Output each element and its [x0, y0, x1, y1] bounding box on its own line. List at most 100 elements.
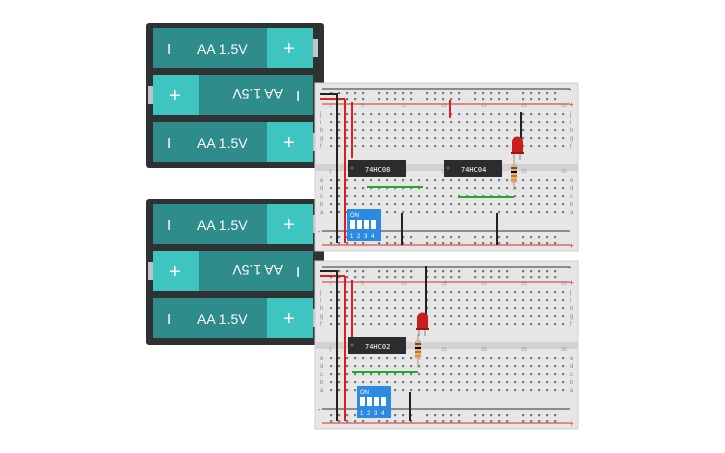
row-letter: b — [570, 202, 574, 208]
terminal-nub — [313, 39, 318, 57]
row-letter: c — [570, 372, 573, 378]
chip-74hc08[interactable]: 74HC08 — [348, 160, 406, 177]
row-letter: c — [320, 372, 323, 378]
battery-cell-3: I AA 1.5V + — [153, 298, 318, 338]
dip-position-label: 4 — [371, 234, 375, 240]
positive-terminal — [267, 204, 313, 244]
column-number: 1 — [329, 103, 332, 109]
row-letter: d — [570, 186, 573, 192]
row-letter: d — [320, 186, 323, 192]
cell-plus-sign: + — [283, 132, 295, 154]
row-letter: e — [570, 356, 574, 362]
battery-pack-2[interactable]: I AA 1.5V + + AA 1.5V I I AA 1.5V + — [146, 199, 324, 345]
row-letter: g — [570, 136, 573, 142]
column-number: 5 — [361, 103, 364, 109]
row-letter: g — [320, 314, 323, 320]
cell-plus-sign: + — [283, 38, 295, 60]
column-number: 25 — [521, 281, 527, 287]
column-number: 25 — [521, 169, 527, 175]
resistor[interactable] — [415, 334, 421, 368]
column-number: 10 — [401, 103, 407, 109]
battery-cell-3: I AA 1.5V + — [153, 122, 318, 162]
led[interactable] — [416, 312, 429, 337]
battery-cell-1: I AA 1.5V + — [153, 204, 318, 244]
rail-bottom-plus-sign: + — [569, 419, 574, 428]
rail-top-minus-sign: - — [569, 263, 572, 272]
cell-plus-sign: + — [283, 214, 295, 236]
cell-label: AA 1.5V — [197, 135, 248, 151]
dip-position-label: 3 — [364, 234, 368, 240]
cell-label: AA 1.5V — [197, 41, 248, 57]
dip-position-label: 2 — [367, 411, 371, 417]
row-letter: e — [320, 356, 324, 362]
row-letter: e — [570, 178, 574, 184]
rail-top-plus-sign: + — [569, 278, 574, 287]
row-letter: d — [320, 364, 323, 370]
dip-toggle — [360, 397, 365, 406]
battery-cell-2: + AA 1.5V I — [148, 251, 313, 291]
cell-plus-sign: + — [169, 85, 181, 107]
row-letter: h — [320, 306, 323, 312]
chip-74hc04[interactable]: 74HC04 — [444, 160, 502, 177]
row-letter: i — [320, 298, 321, 304]
column-number: 15 — [441, 281, 447, 287]
column-number: 1 — [329, 169, 332, 175]
cell-minus-sign: I — [296, 88, 300, 105]
chip-label: 74HC02 — [365, 343, 390, 351]
row-letter: i — [570, 298, 571, 304]
terminal-nub — [148, 262, 153, 280]
column-number: 15 — [441, 169, 447, 175]
chip-74hc02[interactable]: 74HC02 — [348, 337, 406, 354]
dip-switch[interactable]: ON 1 2 3 4 — [347, 209, 381, 241]
column-numbers: 115510101515202025253030 — [329, 281, 567, 353]
row-letter: a — [320, 388, 324, 394]
row-letter: f — [320, 322, 322, 328]
row-letter: f — [320, 144, 322, 150]
row-letter: a — [320, 210, 324, 216]
battery-cell-2: + AA 1.5V I — [148, 75, 313, 115]
dip-toggle — [357, 220, 362, 229]
dip-on-label: ON — [350, 213, 359, 219]
row-letter: i — [320, 120, 321, 126]
column-number: 30 — [561, 169, 567, 175]
column-number: 30 — [561, 347, 567, 353]
dip-position-label: 1 — [360, 411, 364, 417]
dip-switch[interactable]: ON 1 2 3 4 — [357, 386, 391, 418]
column-number: 20 — [481, 281, 487, 287]
dip-position-label: 3 — [374, 411, 378, 417]
dip-toggle — [381, 397, 386, 406]
cell-label: AA 1.5V — [197, 217, 248, 233]
dip-position-label: 4 — [381, 411, 385, 417]
cell-minus-sign: I — [167, 311, 171, 328]
dip-toggle — [371, 220, 376, 229]
battery-cell-1: I AA 1.5V + — [153, 28, 318, 68]
chip-label: 74HC04 — [461, 166, 486, 174]
cell-label: AA 1.5V — [197, 311, 248, 327]
row-letter: i — [570, 120, 571, 126]
dip-toggle — [374, 397, 379, 406]
terminal-nub — [148, 86, 153, 104]
column-number: 30 — [561, 103, 567, 109]
row-letter: h — [570, 128, 573, 134]
positive-terminal — [153, 251, 199, 291]
cell-minus-sign: I — [167, 135, 171, 152]
column-number: 1 — [329, 281, 332, 287]
center-channel — [315, 342, 578, 349]
chip-label: 74HC08 — [365, 166, 390, 174]
column-number: 10 — [401, 281, 407, 287]
cell-minus-sign: I — [167, 41, 171, 58]
dip-position-label: 1 — [350, 234, 354, 240]
battery-pack-1[interactable]: I AA 1.5V + + AA 1.5V I I AA 1.5V + — [146, 23, 324, 168]
row-letter: c — [570, 194, 573, 200]
cell-minus-sign: I — [167, 217, 171, 234]
positive-terminal — [267, 122, 313, 162]
row-letter: d — [570, 364, 573, 370]
row-letter: h — [320, 128, 323, 134]
resistor[interactable] — [511, 158, 517, 190]
cell-label: AA 1.5V — [232, 86, 283, 102]
